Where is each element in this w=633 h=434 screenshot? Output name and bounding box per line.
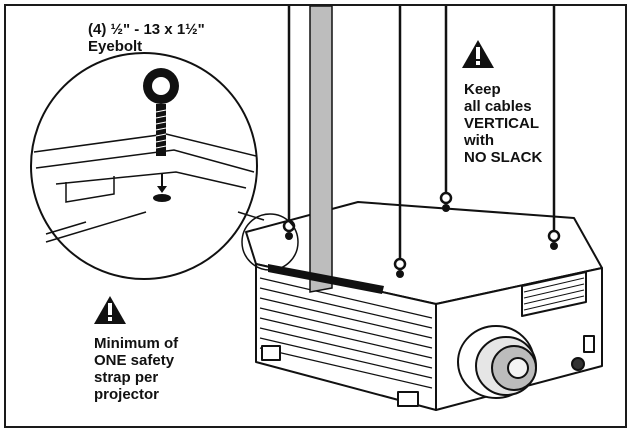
- strap-note-line: projector: [94, 386, 160, 403]
- cable-note-line: VERTICAL: [464, 115, 539, 132]
- strap-note-line: Minimum of: [94, 335, 179, 352]
- eyebolt-label: (4) ½" - 13 x 1½" Eyebolt: [88, 21, 205, 55]
- cable-note-line: all cables: [464, 98, 532, 115]
- cable-note: Keep all cables VERTICAL with NO SLACK: [464, 81, 542, 166]
- strap-note-line: strap per: [94, 369, 159, 386]
- eyebolt-name-text: Eyebolt: [88, 38, 143, 55]
- cables: [287, 6, 556, 258]
- projector-diagram: [30, 6, 603, 411]
- warning-triangle-icon: [94, 296, 126, 324]
- warning-triangle-icon: [462, 40, 494, 68]
- cable-note-line: Keep: [464, 81, 501, 98]
- strap-note: Minimum of ONE safety strap per projecto…: [94, 335, 178, 403]
- eyebolt-size-text: (4) ½" - 13 x 1½": [88, 21, 205, 38]
- detail-callout: [30, 52, 299, 280]
- cable-note-line: with: [464, 132, 494, 149]
- diagram-frame: (4) ½" - 13 x 1½" Eyebolt Keep all cable…: [4, 4, 627, 428]
- strap-bracket: [268, 264, 384, 294]
- strap-note-line: ONE safety: [94, 352, 175, 369]
- cable-note-line: NO SLACK: [464, 149, 543, 166]
- eyebolt-icon: [143, 68, 179, 156]
- safety-strap: [309, 6, 333, 293]
